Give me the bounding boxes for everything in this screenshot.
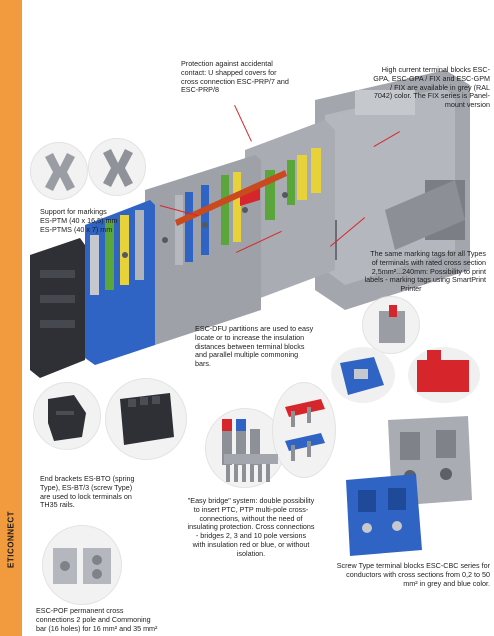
caption-protection: Protection against accidental contact: U… <box>181 59 321 95</box>
caption-line: 7042) color. The FIX series is Panel- <box>373 91 490 101</box>
caption-line: bars. <box>195 359 211 369</box>
caption-line: GPA, ESC-GPA / FIX and ESC-GPM <box>373 73 490 83</box>
caption-line: High current terminal blocks ESC- <box>381 65 490 74</box>
caption-line: The same marking tags for all Types <box>370 249 486 258</box>
caption-end-brackets: End brackets ES-BTO (spring Type), ES-BT… <box>40 474 170 510</box>
sidebar-label: ETICONNECT <box>6 511 16 569</box>
pof-cross-connection-image <box>42 525 122 605</box>
bridge-cross-connection-image <box>272 382 336 478</box>
caption-line: - bridges 2, 3 and 10 pole versions <box>195 531 307 541</box>
caption-line: of terminals with rated cross section <box>371 257 486 267</box>
caption-line: End brackets ES-BTO (spring <box>40 474 135 483</box>
caption-marking-tags: The same marking tags for all Types of t… <box>336 249 486 294</box>
dfu-partition-image-blue <box>331 347 395 403</box>
caption-line: ES-PTM (40 x 16,5) mm <box>40 215 118 225</box>
caption-line: Support for markings <box>40 207 107 216</box>
caption-line: Protection against accidental <box>181 59 273 68</box>
caption-high-current: High current terminal blocks ESC- GPA, E… <box>348 65 490 110</box>
caption-line: / FIX are available in grey (RAL <box>390 82 490 92</box>
caption-line: ESC-PRP/8 <box>181 85 219 95</box>
caption-line: locate or to increase the insulation <box>195 332 305 342</box>
terminal-block-assembly-image <box>30 70 470 378</box>
dfu-partition-image-red <box>408 347 480 403</box>
caption-pof: ESC-POF permanent cross connections 2 po… <box>36 606 216 633</box>
caption-line: Type), ES-BT/3 (screw Type) <box>40 482 133 492</box>
dfu-partition-image-top <box>362 296 420 354</box>
comb-bar-image <box>224 454 278 482</box>
caption-line: 2,5mm²...240mm: Possibility to print <box>371 266 486 276</box>
caption-line: mm² in grey and blue color. <box>403 578 490 588</box>
caption-line: and parallel multiple commoning <box>195 350 299 360</box>
caption-screw-type: Screw Type terminal blocks ESC-CBC serie… <box>310 561 490 588</box>
caption-line: connections 2 pole and Commoning <box>36 614 151 624</box>
marking-support-left-image <box>30 142 88 200</box>
caption-line: with insulation red or blue, or without <box>192 539 310 549</box>
sidebar-band: ETICONNECT <box>0 0 22 636</box>
caption-line: to insert PTC, PTP multi-pole cross- <box>193 504 309 514</box>
end-bracket-image-right <box>105 378 187 460</box>
caption-line: connections, without the need of <box>199 513 303 523</box>
caption-line: distances between terminal blocks <box>195 341 305 351</box>
caption-line: mount version <box>444 100 490 110</box>
caption-line: contact: U shapped covers for <box>181 67 277 77</box>
marking-support-right-image <box>88 138 146 196</box>
screw-terminal-blue-image <box>346 474 422 556</box>
caption-easy-bridge: "Easy bridge" system: double possibility… <box>176 496 326 559</box>
caption-line: labels - marking tags using SmartPrint <box>364 275 486 285</box>
caption-line: "Easy bridge" system: double possibility <box>187 496 315 505</box>
caption-support-markings: Support for markings ES-PTM (40 x 16,5) … <box>40 207 160 234</box>
caption-line: Screw Type terminal blocks ESC-CBC serie… <box>336 561 490 570</box>
caption-line: ESC-POF permanent cross <box>36 606 124 615</box>
caption-line: cross connection ESC-PRP/7 and <box>181 76 289 86</box>
caption-line: insulating protection. Cross connections <box>187 522 315 532</box>
caption-line: are used to lock terminals on <box>40 491 132 501</box>
caption-dfu: ESC-DFU partitions are used to easy loca… <box>195 324 345 369</box>
caption-line: ESC-DFU partitions are used to easy <box>195 324 314 333</box>
end-bracket-image-left <box>33 382 101 450</box>
caption-line: bar (16 holes) for 16 mm² and 35 mm² <box>36 623 158 633</box>
caption-line c: Printer <box>400 284 422 294</box>
caption-line: TH35 rails. <box>40 500 75 510</box>
caption-line: conductors with cross sections from 0,2 … <box>346 569 490 579</box>
caption-line: isolation. <box>236 548 266 558</box>
caption-line: ES-PTMS (40 x 7) mm <box>40 224 113 234</box>
